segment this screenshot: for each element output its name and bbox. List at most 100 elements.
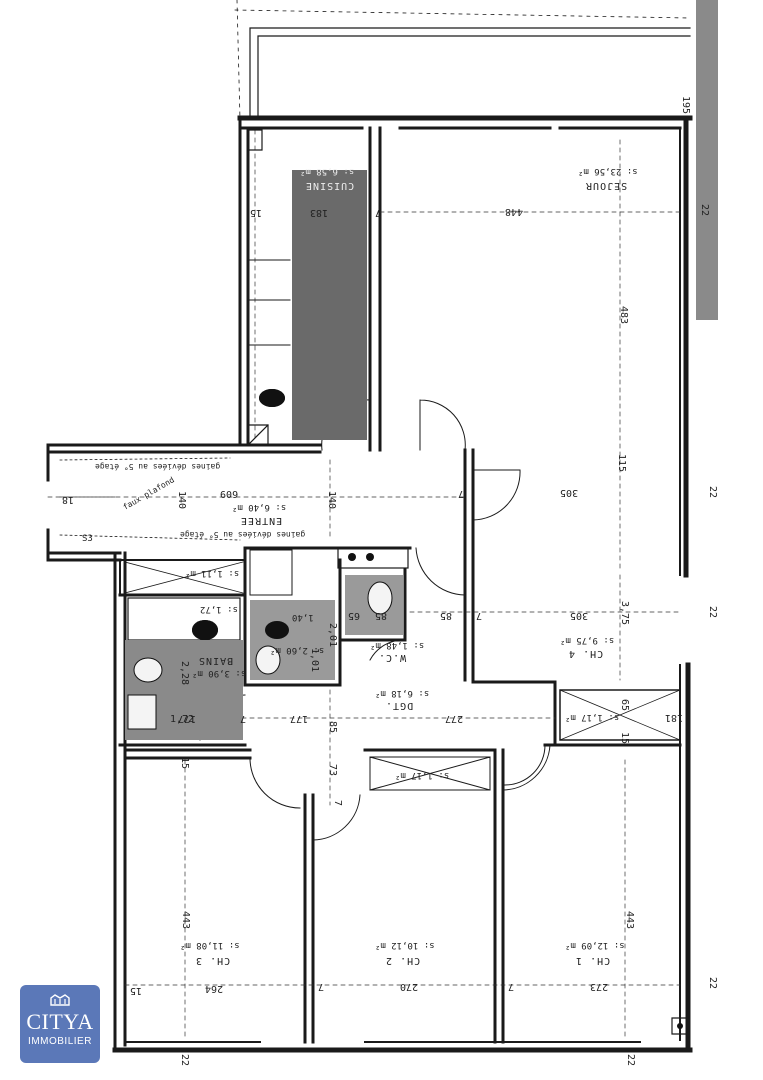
dim-22c: 22 <box>707 605 719 619</box>
dim-195: 195 <box>680 95 692 115</box>
area-dgt: s: 6,18 m² <box>375 688 430 698</box>
dim-277: 277 <box>445 713 464 724</box>
dim-181: 181 <box>665 712 684 723</box>
dim-7a: 7 <box>375 207 382 218</box>
wall-bath-block <box>243 546 412 687</box>
dashed-top-edge <box>234 9 691 19</box>
dim-140b: 140 <box>176 490 188 510</box>
dim-22a: 22 <box>699 203 711 217</box>
dim-15d: 15 <box>130 985 143 996</box>
note-s3: S3 <box>82 534 93 544</box>
wall-ch4-closet <box>559 689 681 741</box>
door-corridor <box>504 744 546 786</box>
dim-65b: 65 <box>619 698 631 712</box>
wall-ch3-top <box>123 748 252 760</box>
note-gaines-top: gaines déviées au 5° étage <box>95 462 221 471</box>
label-wc: W.C. <box>378 652 407 663</box>
area-sejour: s: 23,56 m² <box>578 166 638 176</box>
dim-443b: 443 <box>624 910 636 930</box>
area-placard-d: s: 1,72 <box>200 604 238 614</box>
corner-box <box>671 1017 689 1035</box>
dim-7g: 7 <box>332 799 344 807</box>
dashed-left-edge <box>236 0 241 121</box>
wall-entry-bottom <box>46 551 122 562</box>
balcony-outline <box>249 27 691 116</box>
label-ch1: CH. 1 <box>575 955 611 966</box>
dim-18: 18 <box>62 494 75 505</box>
dim-140a: 140 <box>326 490 338 510</box>
dim-177b: 177 <box>178 713 197 724</box>
dim-609: 609 <box>220 488 239 499</box>
dim-15c: 15 <box>179 756 191 770</box>
dim-273: 273 <box>590 981 609 992</box>
dim-7f: 7 <box>240 713 247 724</box>
wall-ch4-left <box>463 448 475 682</box>
hob-burner-1 <box>348 553 356 561</box>
door-ch3 <box>249 757 301 809</box>
placard-cross-a <box>124 561 244 594</box>
label-entree: ENTREE <box>240 515 283 526</box>
label-bains: BAINS <box>198 655 234 666</box>
dim-7e: 7 <box>508 981 515 992</box>
area-entree: s: 6,40 m² <box>232 502 287 512</box>
wall-kitchen-left <box>238 116 250 447</box>
door-ch4-lower <box>415 547 466 596</box>
dim-sdb2: 1,40 <box>292 612 314 622</box>
wall-entry-top <box>46 443 322 454</box>
kitchen-hatch <box>292 170 367 440</box>
dim-177a: 177 <box>290 713 309 724</box>
area-ch4: s: 9,75 m² <box>560 635 615 645</box>
dim-172: 1,72 <box>170 714 195 725</box>
dim-73: 73 <box>327 763 339 777</box>
area-placard-b: s: 1,17 m² <box>565 712 620 722</box>
placard-ch2 <box>369 756 491 791</box>
label-dgt: DGT. <box>385 700 414 711</box>
area-bains: s: 3,90 m² <box>192 668 247 678</box>
label-ch2: CH. 2 <box>385 955 421 966</box>
dim-270: 270 <box>400 981 419 992</box>
dim-115: 115 <box>616 453 628 473</box>
dim-228: 2,28 <box>179 660 191 686</box>
dim-85c: 85 <box>327 720 339 734</box>
counter-shelf <box>337 547 409 569</box>
dim-101: 1,01 <box>309 647 321 673</box>
area-ch2: s: 10,12 m² <box>375 940 435 950</box>
dim-22f: 22 <box>625 1053 637 1067</box>
dim-305b: 305 <box>570 610 589 621</box>
closet-cross-ch4 <box>559 689 681 741</box>
label-ch3: CH. 3 <box>195 955 231 966</box>
dim-305a: 305 <box>560 487 579 498</box>
dim-15b: 15 <box>619 731 631 745</box>
door-ch4 <box>472 469 521 521</box>
dim-22b: 22 <box>707 485 719 499</box>
area-ch3: s: 11,08 m² <box>180 940 240 950</box>
corner-dot <box>677 1023 683 1029</box>
dim-483: 483 <box>618 305 630 325</box>
dim-7d: 7 <box>318 981 325 992</box>
gaine-box <box>247 424 269 446</box>
note-gaines-bottom: gaines déviées au 5° étage <box>180 530 306 539</box>
dim-264: 264 <box>205 983 224 994</box>
dim-65: 65 <box>348 610 361 621</box>
dim-22e: 22 <box>179 1053 191 1067</box>
logo-brand: CITYA <box>26 1009 94 1034</box>
kitchen-units <box>249 259 291 346</box>
crest-icon <box>50 994 70 1006</box>
wall-shade-right <box>696 0 718 320</box>
area-ch1: s: 12,09 m² <box>565 940 625 950</box>
dim-85a: 85 <box>440 610 453 621</box>
citya-logo: CITYA IMMOBILIER <box>20 985 100 1063</box>
wall-placard-top <box>119 559 246 596</box>
dim-7b: 7 <box>458 488 465 499</box>
hob-burner-2 <box>366 553 374 561</box>
wall-bains <box>118 593 247 747</box>
door-ch1 <box>502 744 551 791</box>
wall-ch2-right <box>493 748 505 1044</box>
area-wc: s: 1,48 m² <box>370 640 425 650</box>
dim-183: 183 <box>310 207 329 218</box>
dim-15a: 15 <box>250 207 263 218</box>
dim-7c: 7 <box>476 610 483 621</box>
dim-375: 3,75 <box>619 600 631 626</box>
dim-443a: 443 <box>180 910 192 930</box>
shower-tray <box>249 549 293 596</box>
